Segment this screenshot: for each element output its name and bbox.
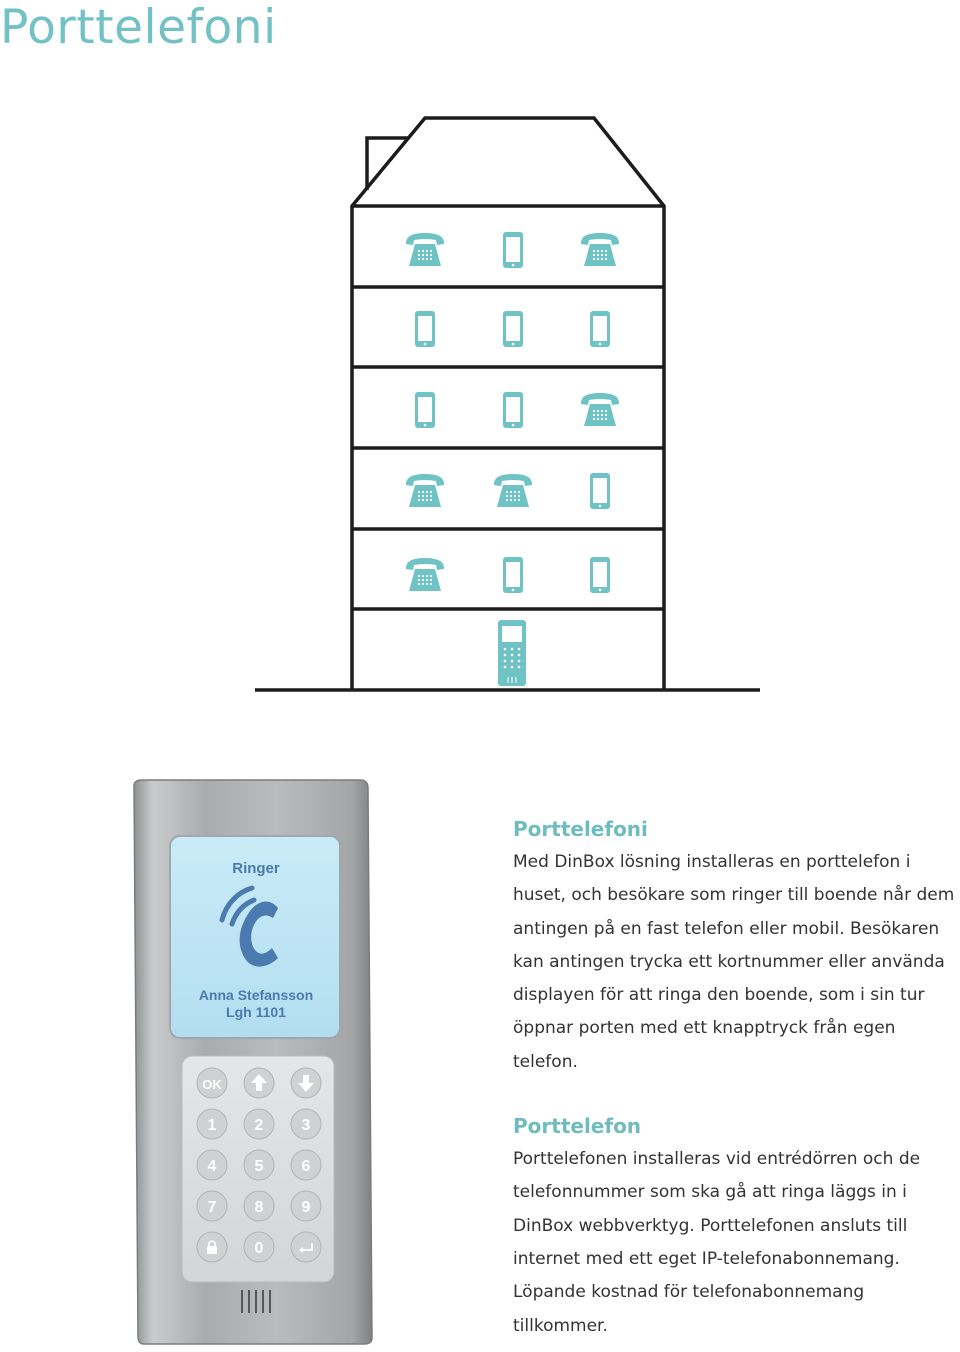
svg-text:OK: OK — [202, 1077, 222, 1092]
key-5: 5 — [243, 1149, 275, 1181]
arrow-up-icon — [243, 1067, 275, 1099]
key-1: 1 — [196, 1108, 228, 1140]
mobile-phone-icon — [503, 557, 523, 593]
key-7: 7 — [196, 1190, 228, 1222]
display-status-text: Ringer — [232, 860, 280, 877]
section-heading: Porttelefoni — [513, 817, 648, 841]
body-line: displayen för att ringa den boende, som … — [513, 985, 925, 1006]
lock-icon — [196, 1231, 228, 1263]
svg-text:1: 1 — [208, 1117, 217, 1134]
key-3: 3 — [290, 1108, 322, 1140]
svg-text:4: 4 — [208, 1158, 217, 1175]
svg-text:0: 0 — [255, 1240, 264, 1257]
mobile-phone-icon — [503, 232, 523, 268]
svg-text:9: 9 — [302, 1199, 311, 1216]
key-2: 2 — [243, 1108, 275, 1140]
section-body: Med DinBox lösning installeras en portte… — [513, 846, 960, 1079]
body-line: tillkommer. — [513, 1315, 608, 1336]
mobile-phone-icon — [503, 392, 523, 428]
intercom-device-photo: Ringer Anna Stefansson Lgh 1101 OK 1 2 3 4 5 6… — [128, 778, 378, 1352]
display-screen — [169, 835, 341, 1039]
building-outline — [255, 116, 760, 692]
body-line: Porttelefonen installeras vid entrédörre… — [513, 1149, 921, 1170]
intercom-panel-icon — [498, 620, 526, 686]
svg-text:2: 2 — [255, 1117, 264, 1134]
body-line: huset, och besökare som ringer till boen… — [513, 885, 955, 906]
body-line: telefon. — [513, 1051, 578, 1072]
desk-phone-icon — [405, 233, 445, 266]
ok-key: OK — [196, 1067, 228, 1099]
handset-icon — [219, 885, 278, 967]
key-6: 6 — [290, 1149, 322, 1181]
svg-text:6: 6 — [302, 1158, 311, 1175]
section-body: Porttelefonen installeras vid entrédörre… — [513, 1143, 960, 1343]
speaker-grille — [241, 1290, 271, 1313]
body-line: öppnar porten med ett knapptryck från eg… — [513, 1018, 896, 1039]
building-illustration — [255, 116, 760, 692]
key-9: 9 — [290, 1190, 322, 1222]
desk-phone-icon — [405, 558, 445, 591]
mobile-phone-icon — [590, 557, 610, 593]
svg-text:8: 8 — [255, 1199, 264, 1216]
desk-phone-icon — [580, 233, 620, 266]
desk-phone-icon — [580, 393, 620, 426]
body-line: antingen på en fast telefon eller mobil.… — [513, 918, 940, 939]
body-line: DinBox webbverktyg. Porttelefonen anslut… — [513, 1215, 908, 1236]
page-title: Porttelefoni — [0, 0, 277, 55]
body-line: Löpande kostnad för telefonabonnemang — [513, 1282, 865, 1303]
return-icon — [290, 1231, 322, 1263]
key-0: 0 — [243, 1231, 275, 1263]
arrow-down-icon — [290, 1067, 322, 1099]
body-line: Med DinBox lösning installeras en portte… — [513, 852, 911, 872]
svg-text:5: 5 — [255, 1158, 264, 1175]
mobile-phone-icon — [415, 392, 435, 428]
mobile-phone-icon — [503, 311, 523, 347]
desk-phone-icon — [405, 474, 445, 507]
svg-text:3: 3 — [302, 1117, 311, 1134]
building-icons — [405, 232, 620, 686]
svg-text:7: 7 — [208, 1199, 217, 1216]
body-line: internet med ett eget IP-telefonabonnema… — [513, 1248, 900, 1269]
desk-phone-icon — [493, 474, 533, 507]
body-line: telefonnummer som ska gå att ringa läggs… — [513, 1182, 907, 1203]
section-heading: Porttelefon — [513, 1114, 642, 1139]
mobile-phone-icon — [590, 311, 610, 347]
key-8: 8 — [243, 1190, 275, 1222]
mobile-phone-icon — [590, 473, 610, 509]
mobile-phone-icon — [415, 311, 435, 347]
key-4: 4 — [196, 1149, 228, 1181]
contact-name-text: Anna Stefansson — [199, 987, 313, 1003]
apartment-text: Lgh 1101 — [226, 1004, 286, 1020]
body-line: kan antingen trycka ett kortnummer eller… — [513, 951, 945, 972]
